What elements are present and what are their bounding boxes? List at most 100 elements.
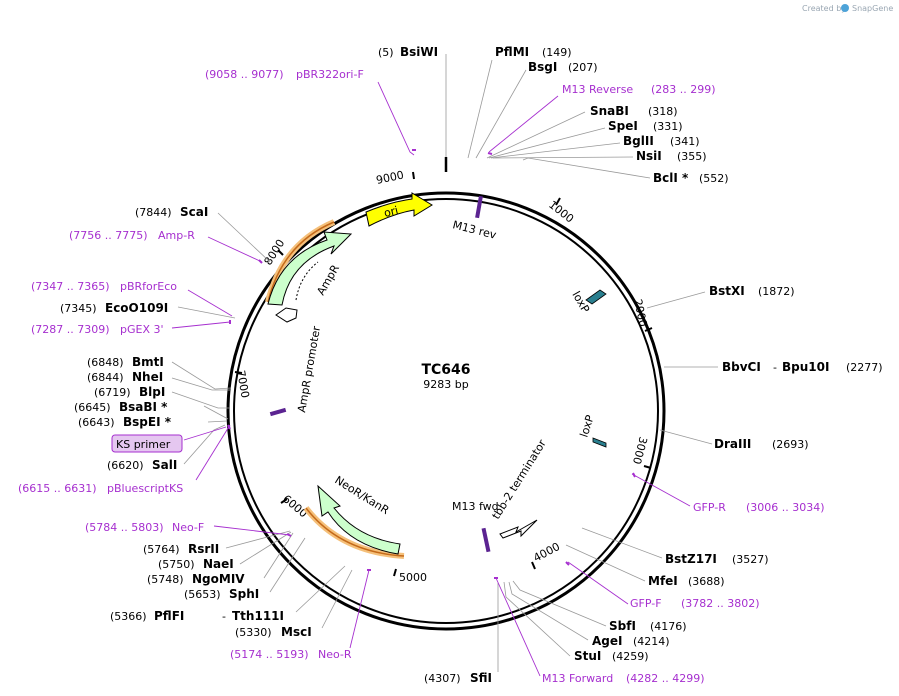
enzyme-spei[interactable]: SpeI (331)	[608, 119, 683, 133]
feature-loxp-2: loxP	[577, 413, 607, 448]
leader-ngomiv	[263, 532, 294, 579]
snapgene-credit: Created by SnapGene	[802, 4, 893, 13]
feature-m13-rev: M13 rev	[451, 195, 498, 242]
enzyme-spei-pos: (331)	[653, 120, 683, 133]
tick-2000	[644, 327, 653, 332]
enzyme-bmti[interactable]: (6848) BmtI	[87, 355, 164, 369]
primer-m13fwd[interactable]: M13 Forward (4282 .. 4299)	[542, 672, 705, 685]
primer-pgex3[interactable]: (7287 .. 7309) pGEX 3'	[31, 323, 164, 336]
leader-primer-neof	[213, 525, 291, 536]
ampr-highlight-line	[267, 221, 335, 303]
enzyme-ecoo109i[interactable]: (7345) EcoO109I	[60, 301, 168, 315]
enzyme-pflfi-pos: (5366)	[110, 610, 147, 623]
enzyme-rsrii-name: RsrII	[188, 542, 219, 556]
enzyme-bbvci-name: BbvCI	[722, 360, 761, 374]
leader-primer-ksprimer	[183, 426, 227, 441]
enzyme-sfii-pos: (4307)	[424, 672, 461, 685]
primer-pbr322ori[interactable]: (9058 .. 9077) pBR322ori-F	[205, 68, 364, 81]
enzyme-bbvci[interactable]: BbvCI - Bpu10I (2277)	[722, 360, 883, 374]
enzyme-agei-pos: (4214)	[633, 635, 670, 648]
tick-label-2000: 2000	[631, 298, 650, 328]
mark-gfpr	[632, 472, 636, 478]
enzyme-nsii[interactable]: NsiI (355)	[636, 149, 707, 163]
ampr-label: AmpR	[314, 262, 342, 297]
primer-gfpf[interactable]: GFP-F (3782 .. 3802)	[630, 597, 760, 610]
enzyme-bcli[interactable]: BclI * (552)	[653, 171, 729, 185]
tick-label-3000: 3000	[630, 435, 650, 465]
ampr-inner-line	[295, 261, 319, 301]
mark-pbluescriptks	[227, 424, 231, 430]
enzyme-bsabi-pos: (6645)	[74, 401, 111, 414]
primer-ampr-pos: (7756 .. 7775)	[69, 229, 148, 242]
enzyme-mfei-name: MfeI	[648, 574, 678, 588]
enzyme-sali[interactable]: (6620) SalI	[107, 458, 177, 472]
primer-m13rev[interactable]: M13 Reverse (283 .. 299)	[562, 83, 716, 96]
enzyme-naei-name: NaeI	[203, 557, 234, 571]
enzyme-nhei[interactable]: (6844) NheI	[87, 370, 163, 384]
ampr-arrow	[267, 231, 353, 306]
enzyme-stui[interactable]: StuI (4259)	[574, 649, 649, 663]
enzyme-pflmi-pos: (149)	[542, 46, 572, 59]
leader-spei	[488, 127, 606, 159]
enzyme-bstxi[interactable]: BstXI (1872)	[709, 284, 795, 298]
leader-primer-pbrforeco	[187, 289, 233, 317]
leader-primer-pbr322ori	[377, 81, 415, 156]
primer-ring-marks	[227, 149, 636, 579]
primer-pbluescriptks[interactable]: (6615 .. 6631) pBluescriptKS	[18, 482, 183, 495]
leader-bmti	[171, 361, 232, 390]
tick-label-5000: 5000	[399, 571, 427, 584]
primer-pbrforeco[interactable]: (7347 .. 7365) pBRforEco	[31, 280, 177, 293]
primer-gfpr[interactable]: GFP-R (3006 .. 3034)	[693, 501, 825, 514]
ampr-promoter-label: AmpR promoter	[295, 325, 323, 414]
enzyme-msci-name: MscI	[281, 625, 312, 639]
feature-ori: ori	[365, 192, 433, 227]
enzyme-rsrii[interactable]: (5764) RsrII	[143, 542, 219, 556]
enzyme-mfei[interactable]: MfeI (3688)	[648, 574, 725, 588]
enzyme-bsiwi-name: BsiWI	[400, 45, 438, 59]
leader-agei	[508, 581, 589, 641]
enzyme-bsgi[interactable]: BsgI (207)	[528, 60, 598, 74]
enzyme-ngomiv[interactable]: (5748) NgoMIV	[147, 572, 245, 586]
enzyme-bcli-pos: (552)	[699, 172, 729, 185]
enzyme-blpi[interactable]: (6719) BlpI	[94, 385, 165, 399]
enzyme-blpi-name: BlpI	[139, 385, 165, 399]
primer-neof[interactable]: (5784 .. 5803) Neo-F	[85, 521, 204, 534]
enzyme-bspei-pos: (6643)	[78, 416, 115, 429]
ori-arrow	[365, 192, 433, 227]
enzyme-pflfi-sep: -	[222, 610, 226, 623]
primer-ksprimer[interactable]: KS primer	[111, 434, 183, 453]
enzyme-scai[interactable]: (7844) ScaI	[135, 205, 208, 219]
enzyme-msci[interactable]: (5330) MscI	[235, 625, 312, 639]
enzyme-agei[interactable]: AgeI (4214)	[592, 634, 670, 648]
enzyme-bbvci-sep: -	[773, 361, 777, 374]
enzyme-naei[interactable]: (5750) NaeI	[158, 557, 234, 571]
loxp-1-mark	[585, 289, 607, 305]
m13-fwd-label: M13 fwd	[452, 500, 499, 513]
enzyme-bstz17i[interactable]: BstZ17I (3527)	[665, 552, 769, 566]
tick-4000	[531, 561, 536, 570]
enzyme-nhei-pos: (6844)	[87, 371, 124, 384]
enzyme-bsabi[interactable]: (6645) BsaBI *	[74, 400, 168, 414]
enzyme-sbfi[interactable]: SbfI (4176)	[609, 619, 687, 633]
enzyme-bspei[interactable]: (6643) BspEI *	[78, 415, 172, 429]
enzyme-bsiwi[interactable]: (5) BsiWI	[378, 45, 438, 59]
leader-primer-gfpr	[631, 473, 691, 507]
enzyme-snabi-name: SnaBI	[590, 104, 629, 118]
enzyme-pflfi[interactable]: (5366) PflFI - Tth111I	[110, 609, 284, 623]
primer-gfpr-pos: (3006 .. 3034)	[746, 501, 825, 514]
enzyme-sphi[interactable]: (5653) SphI	[184, 587, 259, 601]
enzyme-labels: (5) BsiWI PflMI (149) BsgI (207) SnaBI (…	[60, 45, 883, 685]
primer-neor[interactable]: (5174 .. 5193) Neo-R	[230, 648, 352, 661]
primer-ampr[interactable]: (7756 .. 7775) Amp-R	[69, 229, 195, 242]
plasmid-size: 9283 bp	[423, 378, 468, 391]
leader-naei	[239, 531, 292, 565]
enzyme-bglii[interactable]: BglII (341)	[623, 134, 700, 148]
enzyme-pflmi[interactable]: PflMI (149)	[495, 45, 572, 59]
ori-label: ori	[383, 204, 400, 220]
enzyme-sfii[interactable]: (4307) SfiI	[424, 671, 492, 685]
enzyme-draiii[interactable]: DraIII (2693)	[714, 437, 809, 451]
leader-primer-m13rev	[488, 95, 559, 153]
enzyme-snabi[interactable]: SnaBI (318)	[590, 104, 678, 118]
ksprimer-highlight-box	[111, 434, 183, 453]
enzyme-scai-name: ScaI	[180, 205, 208, 219]
